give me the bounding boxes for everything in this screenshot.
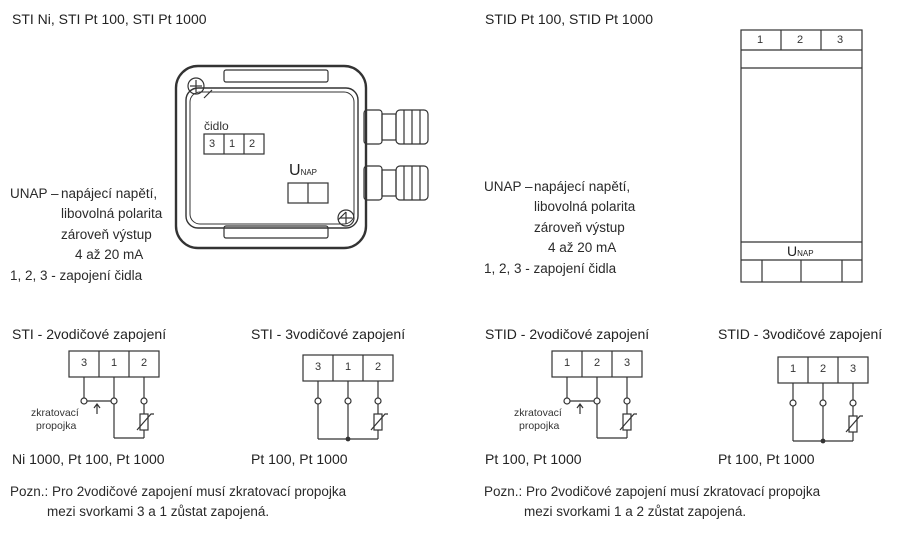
module-terminal-1: 1 bbox=[757, 34, 764, 46]
terminal-label: 2 bbox=[141, 357, 148, 369]
sensor-terminal-3: 3 bbox=[209, 138, 216, 150]
stid-2wire-title: STID - 2vodičové zapojení bbox=[485, 326, 650, 342]
legend-terminals: 1, 2, 3 - zapojení čidla bbox=[484, 261, 617, 276]
terminal-label: 1 bbox=[111, 357, 118, 369]
terminal-label: 3 bbox=[315, 361, 322, 373]
bridge-label: propojka bbox=[36, 420, 77, 432]
legend-line: libovolná polarita bbox=[534, 199, 636, 214]
legend-terminals: 1, 2, 3 - zapojení čidla bbox=[10, 268, 143, 283]
terminal-label: 2 bbox=[594, 357, 601, 369]
sti-2wire-title: STI - 2vodičové zapojení bbox=[12, 326, 167, 342]
legend-line: libovolná polarita bbox=[61, 206, 163, 221]
terminal-label: 3 bbox=[850, 363, 857, 375]
bridge-label: propojka bbox=[519, 420, 560, 432]
junction-dots bbox=[345, 436, 826, 444]
terminal-label: 3 bbox=[624, 357, 631, 369]
sti-note: mezi svorkami 3 a 1 zůstat zapojená. bbox=[47, 504, 270, 519]
module-unap-label: UNAP bbox=[787, 243, 814, 259]
stid-3wire-title: STID - 3vodičové zapojení bbox=[718, 326, 883, 342]
stid-title: STID Pt 100, STID Pt 1000 bbox=[485, 11, 654, 27]
legend-line: 4 až 20 mA bbox=[75, 247, 144, 262]
sensor-terminal-1: 1 bbox=[229, 138, 236, 150]
bridge-label: zkratovací bbox=[514, 407, 562, 419]
legend-line: napájecí napětí, bbox=[534, 179, 631, 194]
sti-note: Pozn.: Pro 2vodičové zapojení musí zkrat… bbox=[10, 484, 347, 499]
sti-2wire-wiring bbox=[68, 350, 160, 439]
stid-note: mezi svorkami 1 a 2 zůstat zapojená. bbox=[524, 504, 747, 519]
sti-title: STI Ni, STI Pt 100, STI Pt 1000 bbox=[12, 11, 207, 27]
legend-key: UNAP – bbox=[10, 186, 59, 201]
stid-3wire-sensors: Pt 100, Pt 1000 bbox=[718, 451, 815, 467]
module-terminal-2: 2 bbox=[797, 34, 804, 46]
sti-housing bbox=[174, 64, 368, 250]
legend-line: zároveň výstup bbox=[534, 220, 625, 235]
legend-line: 4 až 20 mA bbox=[548, 240, 617, 255]
terminal-label: 2 bbox=[820, 363, 827, 375]
sensor-terminal-2: 2 bbox=[249, 138, 256, 150]
stid-2wire-sensors: Pt 100, Pt 1000 bbox=[485, 451, 582, 467]
unap-label: UNAP bbox=[289, 162, 318, 179]
sensor-label: čidlo bbox=[204, 119, 229, 133]
legend-key: UNAP – bbox=[484, 179, 533, 194]
terminal-label: 1 bbox=[345, 361, 352, 373]
legend-line: napájecí napětí, bbox=[61, 186, 158, 201]
terminal-label: 3 bbox=[81, 357, 88, 369]
stid-2wire-wiring bbox=[551, 350, 643, 439]
module-terminal-3: 3 bbox=[837, 34, 844, 46]
sti-2wire-sensors: Ni 1000, Pt 100, Pt 1000 bbox=[12, 451, 165, 467]
sti-3wire-title: STI - 3vodičové zapojení bbox=[251, 326, 406, 342]
terminal-label: 1 bbox=[790, 363, 797, 375]
bridge-label: zkratovací bbox=[31, 407, 79, 419]
sti-3wire-sensors: Pt 100, Pt 1000 bbox=[251, 451, 348, 467]
stid-note: Pozn.: Pro 2vodičové zapojení musí zkrat… bbox=[484, 484, 821, 499]
cable-glands bbox=[363, 109, 429, 201]
terminal-label: 2 bbox=[375, 361, 382, 373]
terminal-label: 1 bbox=[564, 357, 571, 369]
stid-module bbox=[740, 29, 863, 283]
legend-line: zároveň výstup bbox=[61, 227, 152, 242]
